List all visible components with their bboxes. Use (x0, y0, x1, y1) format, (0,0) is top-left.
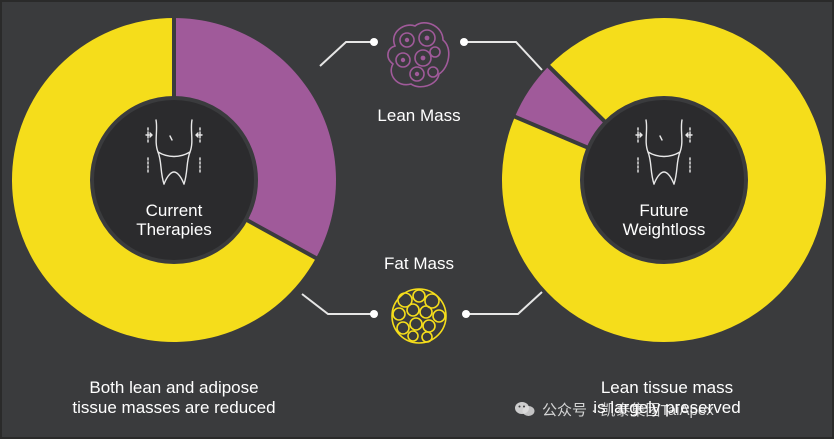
connector-dot (462, 310, 470, 318)
right-caption-line1: Lean tissue mass (600, 378, 734, 397)
fat-connectors (301, 291, 543, 315)
connector-dots (370, 38, 470, 318)
left-donut-hole (90, 96, 258, 264)
watermark: 公众号 · 凯泰集团TaiApex (514, 398, 714, 420)
right-caption-line2: is largely preserved (593, 398, 741, 417)
connector-dot (460, 38, 468, 46)
fat-connector-left (301, 293, 374, 315)
right-caption: Lean tissue mass is largely preserved (562, 378, 772, 418)
lean-connector-left (319, 41, 374, 67)
left-caption: Both lean and adipose tissue masses are … (44, 378, 304, 418)
left-donut-chart (11, 16, 336, 342)
right-donut-hole (580, 96, 748, 264)
right-donut-chart (502, 17, 827, 342)
fat-connector-right (466, 291, 543, 315)
left-caption-line2: tissue masses are reduced (72, 398, 276, 417)
left-label-line1: Current (145, 201, 203, 220)
body-silhouette-icon (145, 119, 203, 185)
muscle-cells-icon (387, 22, 450, 88)
fat-cells-icon (391, 288, 447, 344)
fat-mass-label: Fat Mass (384, 254, 454, 273)
body-silhouette-icon (635, 119, 693, 185)
watermark-text: 公众号 · 凯泰集团TaiApex (542, 401, 714, 419)
connector-dot (370, 310, 378, 318)
right-label-line1: Future (639, 201, 689, 220)
left-caption-line1: Both lean and adipose (89, 378, 259, 397)
left-center-label: Current Therapies (124, 201, 224, 239)
wechat-icon (515, 402, 535, 416)
lean-mass-label: Lean Mass (377, 106, 461, 125)
lean-connectors (319, 41, 543, 71)
left-label-line2: Therapies (136, 220, 212, 239)
right-label-line2: Weightloss (622, 220, 706, 239)
lean-connector-right (464, 41, 543, 71)
connector-dot (370, 38, 378, 46)
right-center-label: Future Weightloss (602, 201, 726, 239)
